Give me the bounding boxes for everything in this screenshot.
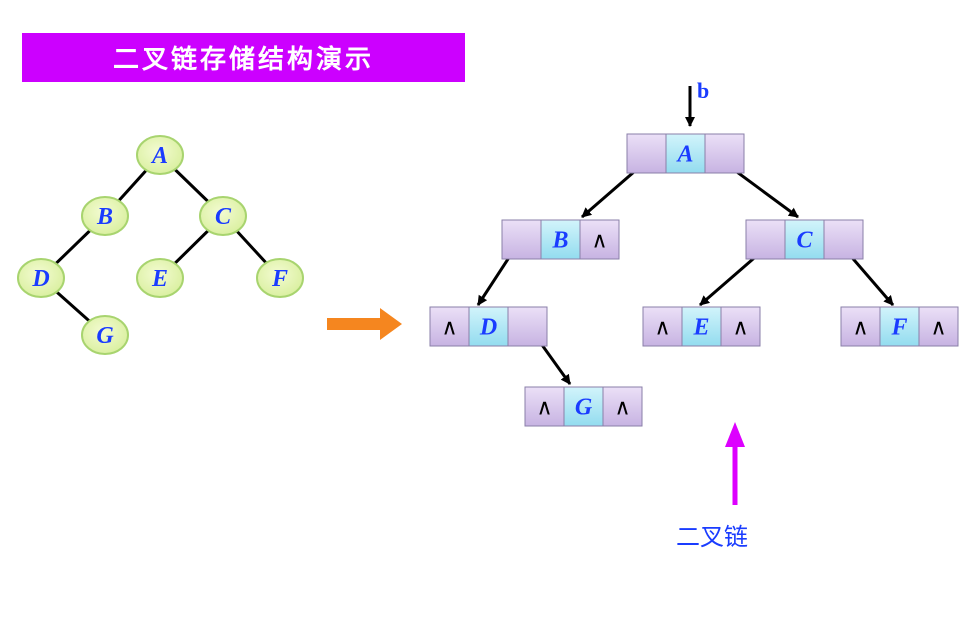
right-pointer-cell (823, 219, 864, 260)
tree-edges (39, 153, 282, 337)
link-node-F: ∧ F ∧ (840, 306, 959, 347)
link-node-E: ∧ E ∧ (642, 306, 761, 347)
right-pointer-cell: ∧ (720, 306, 761, 347)
caption-label: 二叉链 (676, 523, 748, 551)
right-pointer-cell: ∧ (579, 219, 620, 260)
null-symbol: ∧ (614, 396, 630, 421)
link-node-A: A (626, 133, 745, 174)
data-value: E (692, 315, 709, 341)
tree-node-F: F (256, 258, 304, 298)
data-cell: C (784, 219, 825, 260)
link-node-D: ∧D (429, 306, 548, 347)
tree-node-E: E (136, 258, 184, 298)
null-symbol: ∧ (732, 316, 748, 341)
left-pointer-cell: ∧ (840, 306, 881, 347)
null-symbol: ∧ (852, 316, 868, 341)
left-pointer-cell (501, 219, 542, 260)
data-cell: E (681, 306, 722, 347)
tree-node-label: F (271, 266, 288, 292)
data-value: C (796, 228, 813, 254)
link-node-B: B∧ (501, 219, 620, 260)
binary-tree: A B C D E F G (17, 135, 304, 355)
tree-node-D: D (17, 258, 65, 298)
root-pointer: b (685, 78, 709, 127)
caption-arrow (725, 422, 745, 505)
tree-node-A: A (136, 135, 184, 175)
data-cell: B (540, 219, 581, 260)
link-node-G: ∧ G ∧ (524, 386, 643, 427)
data-value: F (890, 315, 907, 341)
link-node-C: C (745, 219, 864, 260)
tree-node-label: G (96, 323, 114, 349)
tree-node-G: G (81, 315, 129, 355)
tree-node-label: C (215, 204, 232, 230)
null-symbol: ∧ (654, 316, 670, 341)
right-pointer-cell: ∧ (918, 306, 959, 347)
data-cell: A (665, 133, 706, 174)
transform-arrow (327, 308, 402, 340)
root-pointer-label: b (697, 78, 709, 103)
link-arrows (476, 156, 895, 385)
tree-node-C: C (199, 196, 247, 236)
data-value: B (551, 228, 568, 254)
null-symbol: ∧ (536, 396, 552, 421)
tree-nodes: A B C D E F G (17, 135, 304, 355)
data-value: A (675, 142, 693, 168)
tree-node-label: A (150, 143, 168, 169)
null-symbol: ∧ (591, 229, 607, 254)
tree-node-label: B (96, 204, 113, 230)
page-title: 二叉链存储结构演示 (22, 33, 465, 82)
tree-node-label: E (151, 266, 168, 292)
right-pointer-cell (704, 133, 745, 174)
tree-node-B: B (81, 196, 129, 236)
left-pointer-cell (626, 133, 667, 174)
left-pointer-cell: ∧ (429, 306, 470, 347)
data-cell: G (563, 386, 604, 427)
link-nodes: AB∧C∧D∧E∧∧F∧∧G∧ (429, 133, 959, 427)
right-pointer-cell (507, 306, 548, 347)
left-pointer-cell: ∧ (642, 306, 683, 347)
tree-node-label: D (31, 266, 49, 292)
data-value: G (575, 395, 593, 421)
null-symbol: ∧ (930, 316, 946, 341)
data-cell: D (468, 306, 509, 347)
data-cell: F (879, 306, 920, 347)
right-pointer-cell: ∧ (602, 386, 643, 427)
null-symbol: ∧ (441, 316, 457, 341)
data-value: D (479, 315, 497, 341)
left-pointer-cell: ∧ (524, 386, 565, 427)
left-pointer-cell (745, 219, 786, 260)
